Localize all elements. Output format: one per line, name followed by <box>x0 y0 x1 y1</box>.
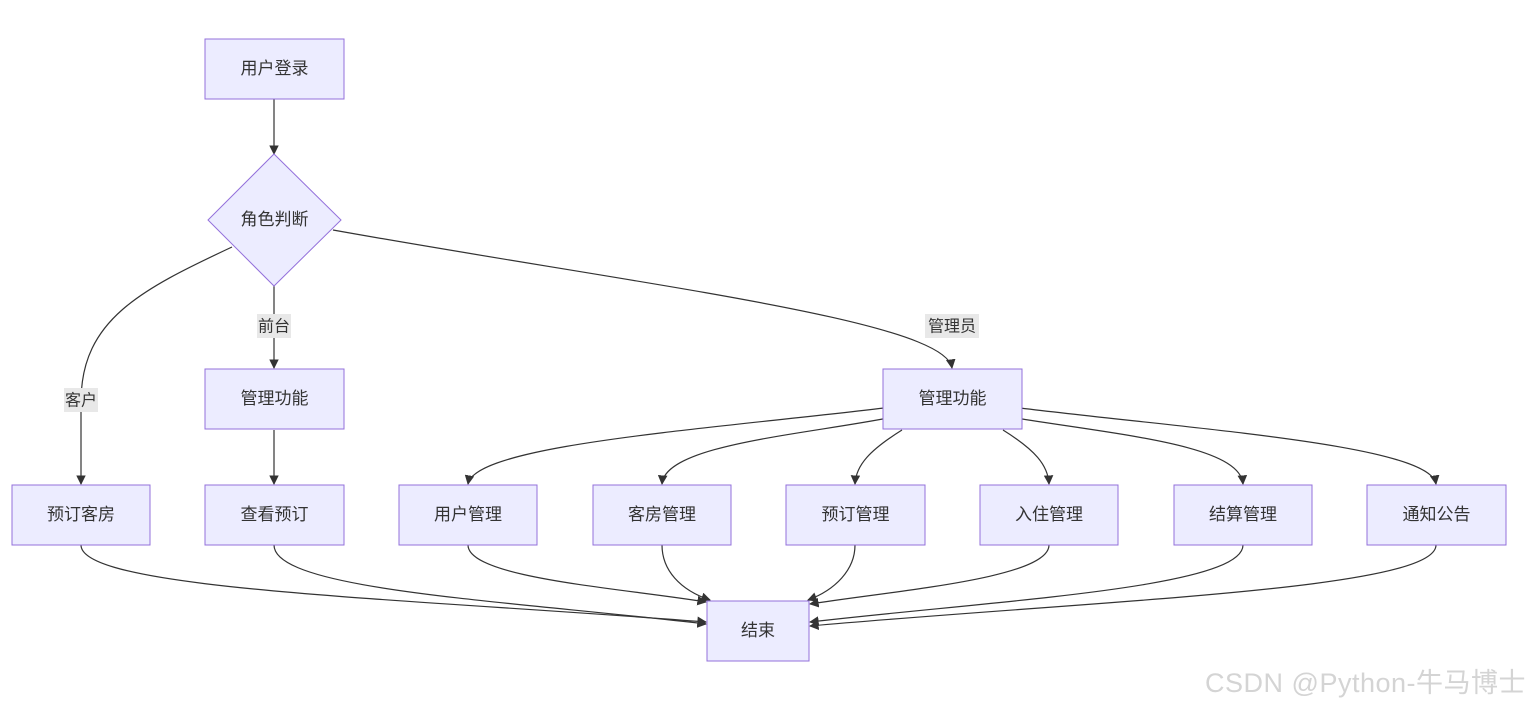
node-frontdesk-management: 管理功能 <box>204 368 345 430</box>
node-role-decision: 角色判断 <box>207 153 342 287</box>
edge-admin-user <box>464 407 885 485</box>
node-booking-management: 预订管理 <box>785 484 926 546</box>
edge-book-end <box>80 544 707 627</box>
edge-label-frontdesk: 前台 <box>257 314 291 338</box>
edge-checkin-end <box>809 544 1050 608</box>
edge-settle-end <box>809 544 1244 626</box>
edge-booking-end <box>807 544 856 602</box>
edge-role-customer <box>76 246 233 485</box>
svg-text:结束: 结束 <box>741 621 775 641</box>
node-room-management: 客房管理 <box>592 484 732 546</box>
svg-text:管理功能: 管理功能 <box>241 389 309 409</box>
node-end: 结束 <box>706 600 810 662</box>
svg-text:管理功能: 管理功能 <box>919 389 987 409</box>
edge-admin-booking <box>850 429 903 485</box>
svg-text:入住管理: 入住管理 <box>1015 505 1083 525</box>
node-user-management: 用户管理 <box>398 484 538 546</box>
nodes: 用户登录 角色判断 管理功能 管理功能 预订客房 查看预订 用户管理 <box>11 38 1507 662</box>
node-admin-management: 管理功能 <box>882 368 1023 430</box>
edge-label-customer: 客户 <box>64 388 98 412</box>
watermark: CSDN @Python-牛马博士 <box>1205 668 1526 698</box>
edges <box>76 99 1440 631</box>
node-notice: 通知公告 <box>1366 484 1507 546</box>
svg-text:前台: 前台 <box>258 317 290 336</box>
svg-text:用户管理: 用户管理 <box>434 505 502 525</box>
svg-text:预订管理: 预订管理 <box>822 505 890 525</box>
edge-admin-room <box>657 417 889 485</box>
svg-text:通知公告: 通知公告 <box>1403 505 1471 525</box>
edge-user-end <box>467 544 707 606</box>
edge-notice-end <box>809 544 1437 631</box>
edge-room-end <box>661 544 711 602</box>
node-checkin-management: 入住管理 <box>979 484 1119 546</box>
node-book-room: 预订客房 <box>11 484 151 546</box>
svg-text:结算管理: 结算管理 <box>1209 505 1277 525</box>
svg-text:角色判断: 角色判断 <box>241 210 309 230</box>
svg-text:预订客房: 预订客房 <box>47 505 115 525</box>
svg-text:查看预订: 查看预订 <box>241 505 309 525</box>
node-view-booking: 查看预订 <box>204 484 345 546</box>
edge-admin-checkin <box>1002 429 1054 485</box>
edge-admin-settle <box>1015 417 1248 485</box>
edge-view-end <box>273 544 707 628</box>
svg-text:用户登录: 用户登录 <box>241 59 309 79</box>
node-settlement-management: 结算管理 <box>1173 484 1313 546</box>
edge-admin-notice <box>1019 407 1440 485</box>
svg-text:管理员: 管理员 <box>928 317 976 336</box>
svg-text:客户: 客户 <box>65 391 97 410</box>
node-login: 用户登录 <box>204 38 345 100</box>
edge-role-admin <box>332 229 956 369</box>
edge-label-admin: 管理员 <box>925 314 979 338</box>
edge-labels: 客户 前台 管理员 <box>64 314 979 412</box>
svg-text:客房管理: 客房管理 <box>628 505 696 525</box>
